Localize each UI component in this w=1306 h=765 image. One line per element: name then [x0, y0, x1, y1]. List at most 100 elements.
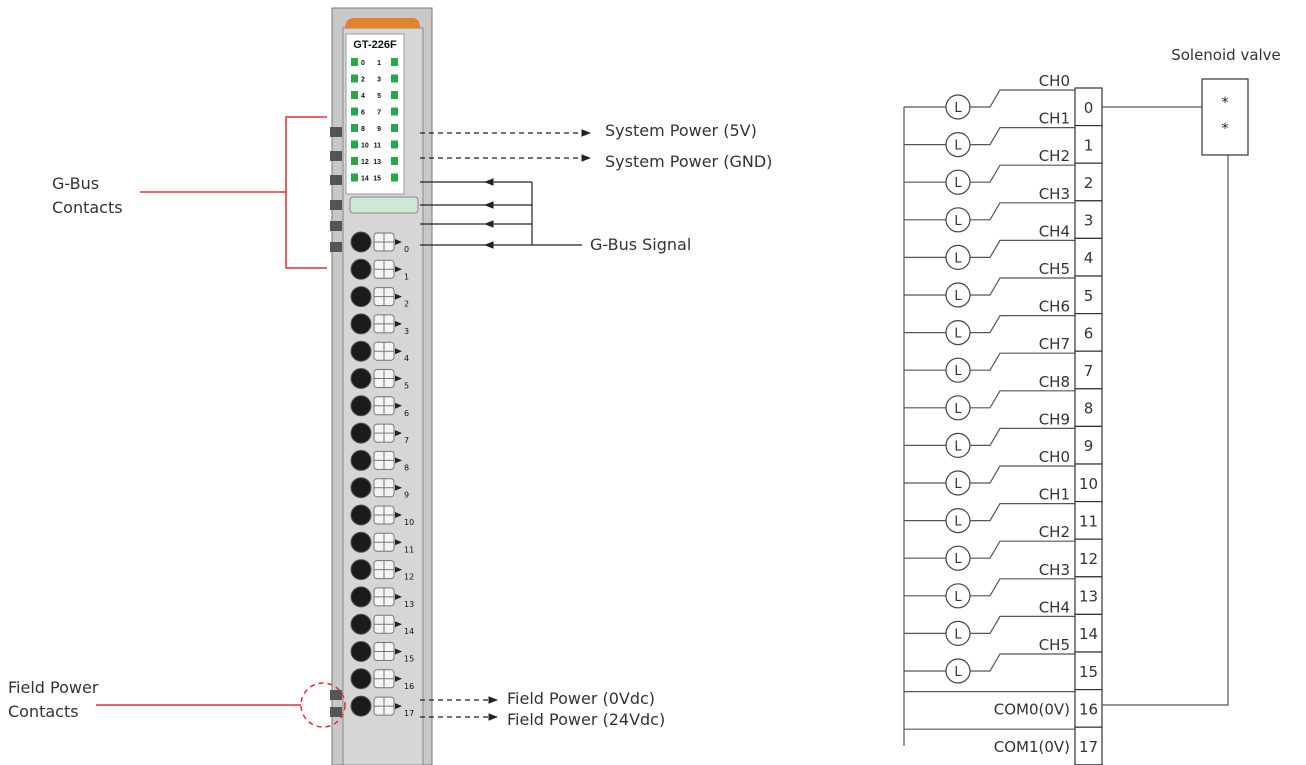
terminal-pointer	[395, 266, 402, 273]
terminal-block-number: 11	[1079, 512, 1098, 530]
terminal-pointer	[395, 430, 402, 437]
led-label: 3	[377, 77, 381, 84]
load-symbol-label: L	[954, 402, 962, 417]
terminal-wire-hole	[350, 368, 372, 389]
gbus-contact-pin	[330, 242, 342, 252]
terminal-number-label: 12	[404, 573, 414, 582]
terminal-block-number: 16	[1079, 700, 1098, 718]
terminal-wire-hole	[350, 559, 372, 581]
terminal-number-label: 5	[404, 382, 409, 391]
led-indicator	[391, 107, 398, 116]
field-power-0v-label: Field Power (0Vdc)	[507, 689, 656, 708]
terminal-pointer	[395, 703, 402, 710]
led-indicator	[351, 91, 358, 99]
channel-wire	[970, 615, 1075, 634]
channel-wire	[970, 127, 1075, 146]
com-label: COM0(0V)	[994, 701, 1070, 719]
channel-label: CH0	[1039, 72, 1070, 90]
terminal-block-number: 2	[1084, 174, 1094, 192]
terminal-block-cell	[1074, 463, 1103, 503]
terminal-number-label: 3	[404, 327, 409, 336]
channel-wire	[970, 540, 1075, 559]
led-label: 7	[377, 110, 381, 117]
channel-wire	[970, 315, 1075, 334]
channel-wire	[970, 653, 1075, 672]
gbus-contact-pin	[330, 200, 342, 210]
terminal-wire-hole	[350, 395, 372, 417]
terminal-block-number: 3	[1084, 212, 1094, 230]
channel-label: CH5	[1039, 260, 1070, 278]
gbus-signal-label: G-Bus Signal	[590, 235, 692, 254]
gbus-contacts-bracket	[140, 116, 327, 269]
field-power-contacts-marker	[300, 682, 346, 728]
terminal-wire-hole	[350, 641, 372, 662]
terminal-block-number: 4	[1084, 249, 1094, 267]
channel-label: CH8	[1039, 373, 1070, 391]
terminal-number-label: 11	[404, 545, 414, 554]
channel-wire	[970, 277, 1075, 296]
led-label: 6	[361, 110, 365, 117]
terminal-block-cell	[1074, 576, 1103, 615]
terminal-number-label: 9	[404, 491, 409, 500]
terminal-wire-hole	[350, 531, 372, 553]
terminal-block-number: 14	[1079, 625, 1098, 643]
terminal-pointer	[395, 457, 402, 464]
terminal-wire-hole	[350, 477, 372, 499]
terminal-pointer	[395, 348, 402, 355]
terminal-pointer	[395, 593, 402, 600]
terminal-wire-hole	[350, 449, 372, 471]
load-symbol-label: L	[954, 101, 962, 116]
led-label: 2	[361, 77, 365, 84]
load-symbol-label: L	[954, 289, 962, 304]
channel-wire	[970, 390, 1075, 409]
solenoid-valve-box	[1201, 78, 1249, 156]
led-indicator	[391, 74, 398, 83]
channel-label: CH2	[1039, 147, 1070, 165]
terminal-wire-hole	[350, 504, 372, 526]
terminal-pointer	[395, 484, 402, 491]
led-indicator	[351, 58, 358, 66]
gbus-signal-arrows	[420, 178, 582, 249]
terminal-number-label: 15	[404, 655, 414, 664]
terminal-pointer	[395, 512, 402, 518]
terminal-block-cell	[1074, 688, 1103, 728]
terminal-pointer	[395, 539, 402, 546]
terminal-block-cell	[1074, 350, 1103, 390]
terminal-pointer	[395, 648, 402, 655]
terminal-block-cell	[1074, 124, 1103, 164]
led-indicator	[391, 91, 398, 99]
gbus-contacts-label: G-Bus Contacts	[52, 172, 123, 220]
led-indicator	[391, 58, 398, 66]
terminal-wire-hole	[350, 340, 372, 362]
terminal-pointer	[395, 621, 402, 628]
terminal-pointer	[395, 375, 402, 382]
field-power-contacts-line-1: Field Power	[8, 678, 99, 697]
gbus-contact-pin	[330, 175, 342, 185]
terminal-pointer	[395, 293, 402, 300]
terminal-number-label: 1	[404, 272, 409, 281]
channel-label: CH7	[1039, 335, 1070, 353]
gbus-contact-pin	[330, 151, 342, 161]
terminal-pointer	[395, 320, 402, 327]
led-indicator	[351, 107, 358, 116]
terminal-wire-hole	[350, 286, 372, 308]
led-indicator	[351, 140, 358, 149]
terminal-wire-hole	[350, 231, 372, 253]
channel-label: CH1	[1039, 486, 1070, 504]
terminal-wire-hole	[350, 695, 372, 717]
terminal-pointer	[395, 239, 402, 245]
terminal-wire-hole	[350, 313, 372, 335]
load-symbol-label: L	[954, 139, 962, 154]
terminal-number-label: 7	[404, 436, 409, 445]
channel-wire	[970, 503, 1075, 522]
terminal-block-cell	[1074, 726, 1103, 765]
field-power-contact-pin	[330, 690, 342, 700]
terminal-number-label: 16	[404, 682, 414, 691]
terminal-number-label: 4	[404, 354, 409, 363]
led-label: 11	[374, 143, 382, 150]
channel-wire	[970, 202, 1075, 221]
terminal-block-number: 5	[1084, 287, 1094, 305]
